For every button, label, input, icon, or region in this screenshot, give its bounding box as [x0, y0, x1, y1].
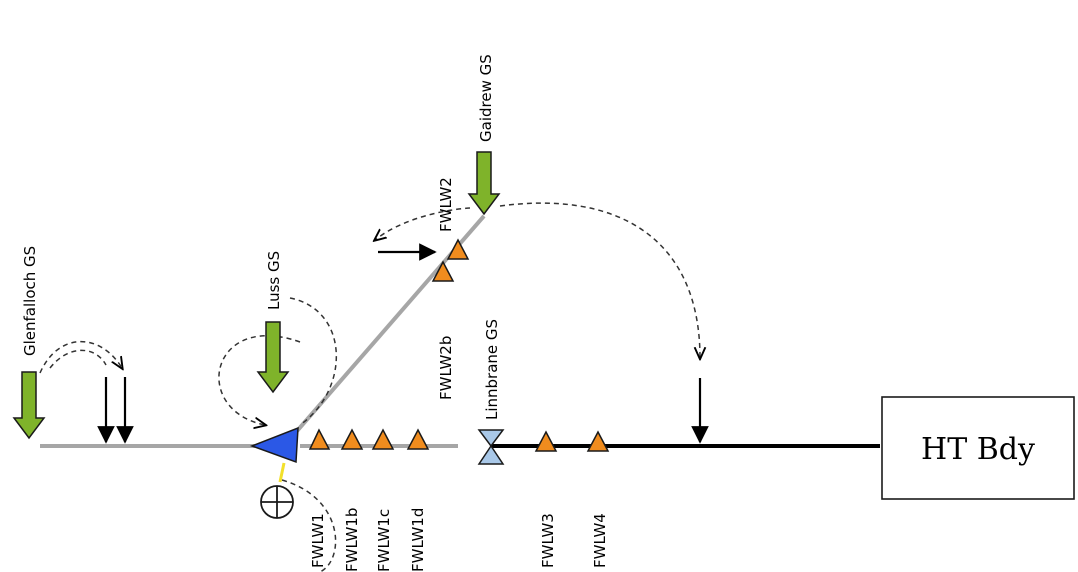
node-triangle-fwlw4 — [586, 430, 610, 452]
label-fwlw1: FWLW1 — [309, 513, 327, 568]
inflow-arrow-gaidrew — [467, 151, 501, 216]
dashed-arc-glenfalloch — [39, 340, 122, 374]
node-triangle-fwlw2b — [431, 260, 455, 282]
label-fwlw2b: FWLW2b — [437, 336, 455, 400]
node-triangle-fwlw1c — [371, 428, 395, 450]
label-fwlw1b: FWLW1b — [343, 508, 361, 572]
node-triangle-fwlw3 — [534, 430, 558, 452]
dashed-arc-gaidrew-left — [375, 207, 471, 240]
dashed-loop-luss — [289, 297, 338, 426]
node-triangle-fwlw2 — [446, 238, 470, 260]
inflow-arrow-luss — [256, 321, 290, 394]
boundary-box — [881, 396, 1075, 500]
label-glenfalloch-gs: Glenfalloch GS — [21, 246, 39, 356]
label-fwlw2: FWLW2 — [437, 177, 455, 232]
label-linnbrane-gs: Linnbrane GS — [483, 319, 501, 420]
dashed-link-bottom — [281, 479, 337, 572]
node-triangle-fwlw1b — [340, 428, 364, 450]
inflow-arrow-glenfalloch — [12, 371, 46, 440]
node-triangle-fwlw1d — [406, 428, 430, 450]
node-triangle-fwlw1 — [308, 428, 331, 450]
label-fwlw3: FWLW3 — [539, 513, 557, 568]
yellow-link — [278, 462, 286, 483]
junction-blue-triangle — [249, 426, 299, 464]
boundary-label: HT Bdy — [921, 432, 1035, 467]
label-gaidrew-gs: Gaidrew GS — [477, 54, 495, 142]
dashed-arc-luss — [218, 335, 301, 425]
label-fwlw1d: FWLW1d — [409, 508, 427, 572]
label-fwlw1c: FWLW1c — [375, 509, 393, 572]
dashed-arc-glenfalloch-2 — [49, 349, 107, 369]
label-luss-gs: Luss GS — [265, 251, 283, 310]
circle-plus-icon — [260, 485, 294, 519]
dashed-arc-gaidrew-right — [499, 202, 700, 358]
label-fwlw4: FWLW4 — [591, 513, 609, 568]
hourglass-icon — [477, 429, 505, 465]
